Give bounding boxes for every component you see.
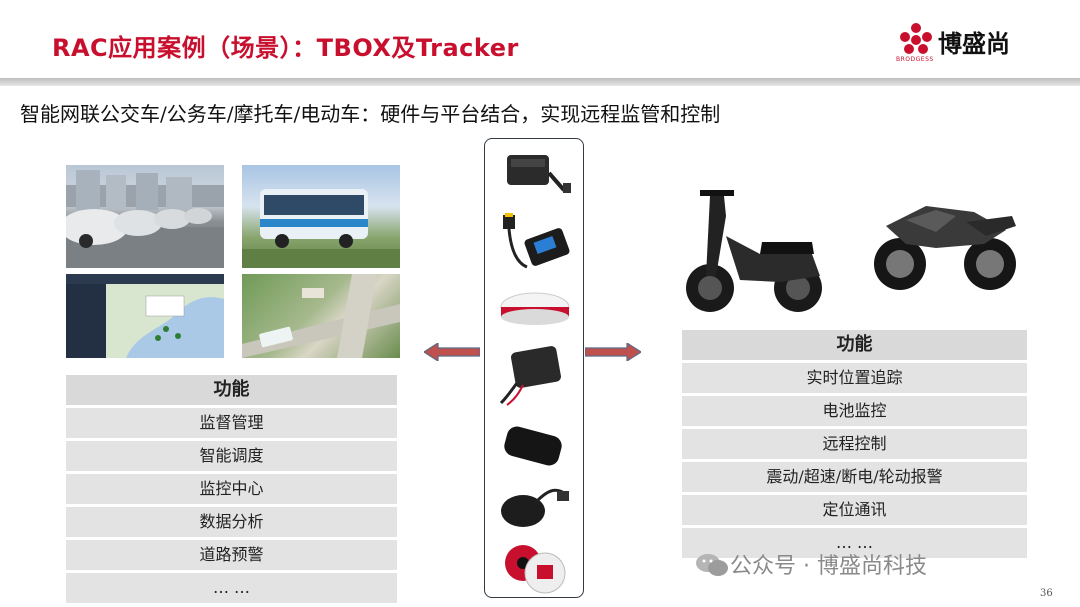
- wired-gps-tracker-icon: [499, 346, 561, 406]
- gnss-antenna-icon: [500, 292, 570, 325]
- page-number: 36: [1040, 588, 1053, 599]
- right-function-item: 电池监控: [682, 396, 1027, 426]
- left-function-item: 监控中心: [66, 474, 397, 504]
- right-function-item: 定位通讯: [682, 495, 1027, 525]
- left-function-item: 道路预警: [66, 540, 397, 570]
- parked-cars-photo: [66, 165, 224, 268]
- wireless-tracker-icon: [504, 426, 562, 466]
- left-function-table: 功能 监督管理 智能调度 监控中心 数据分析 道路预警 … …: [66, 375, 397, 606]
- right-function-header: 功能: [682, 330, 1027, 360]
- monitoring-platform-screenshot: [66, 274, 224, 358]
- right-function-item: 实时位置追踪: [682, 363, 1027, 393]
- obd-tracker-icon: [503, 213, 570, 269]
- company-logo: 博盛尚 BRODGESS: [896, 18, 1036, 68]
- watermark-text: 公众号 · 博盛尚科技: [730, 554, 927, 579]
- right-function-item: 远程控制: [682, 429, 1027, 459]
- asset-tag-tracker-icon: [505, 545, 566, 594]
- electric-scooter-image: [686, 190, 822, 312]
- title-divider: [0, 78, 1080, 86]
- slide-subtitle: 智能网联公交车/公务车/摩托车/电动车：硬件与平台结合，实现远程监管和控制: [20, 102, 721, 126]
- left-function-item: 监督管理: [66, 408, 397, 438]
- wechat-icon: [696, 554, 728, 576]
- slide-title: RAC应用案例（场景）：TBOX及Tracker: [52, 34, 519, 62]
- right-function-item: 震动/超速/断电/轮动报警: [682, 462, 1027, 492]
- right-function-table: 功能 实时位置追踪 电池监控 远程控制 震动/超速/断电/轮动报警 定位通讯 ……: [682, 330, 1027, 561]
- left-function-item: 智能调度: [66, 441, 397, 471]
- arrow-left-icon: [424, 343, 480, 361]
- tbox-unit-icon: [507, 155, 571, 193]
- left-function-item: 数据分析: [66, 507, 397, 537]
- electric-bus-photo: [242, 165, 400, 268]
- puck-antenna-icon: [501, 488, 569, 527]
- sport-motorcycle-image: [874, 206, 1016, 290]
- device-panel: [484, 138, 584, 598]
- logo-name: 博盛尚: [938, 30, 1010, 58]
- aerial-road-photo: [242, 274, 400, 358]
- left-function-item: … …: [66, 573, 397, 603]
- right-function-item: … …: [682, 528, 1027, 558]
- logo-mark-icon: [900, 23, 932, 54]
- left-function-header: 功能: [66, 375, 397, 405]
- logo-tagline: BRODGESS: [896, 56, 934, 63]
- arrow-right-icon: [585, 343, 641, 361]
